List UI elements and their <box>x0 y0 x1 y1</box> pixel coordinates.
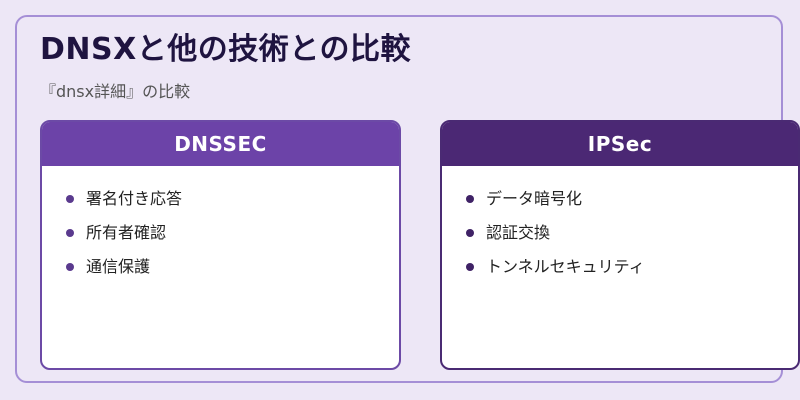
card-header: DNSSEC <box>42 122 399 166</box>
list-item-label: データ暗号化 <box>486 189 583 208</box>
list-item: 認証交換 <box>466 220 798 254</box>
page-subtitle: 『dnsx詳細』の比較 <box>40 82 191 101</box>
card-header: IPSec <box>442 122 798 166</box>
feature-list: データ暗号化 認証交換 トンネルセキュリティ <box>442 166 798 288</box>
list-item: 所有者確認 <box>66 220 399 254</box>
list-item-label: 認証交換 <box>486 223 551 242</box>
bullet-icon <box>66 229 74 237</box>
bullet-icon <box>66 195 74 203</box>
list-item: データ暗号化 <box>466 186 798 220</box>
list-item: 通信保護 <box>66 254 399 288</box>
page-title: DNSXと他の技術との比較 <box>40 32 411 67</box>
comparison-card-dnssec: DNSSEC 署名付き応答 所有者確認 通信保護 <box>40 120 401 370</box>
bullet-icon <box>466 195 474 203</box>
comparison-card-ipsec: IPSec データ暗号化 認証交換 トンネルセキュリティ <box>440 120 800 370</box>
list-item-label: 署名付き応答 <box>86 189 183 208</box>
list-item-label: トンネルセキュリティ <box>486 257 645 276</box>
list-item: 署名付き応答 <box>66 186 399 220</box>
list-item: トンネルセキュリティ <box>466 254 798 288</box>
bullet-icon <box>466 263 474 271</box>
feature-list: 署名付き応答 所有者確認 通信保護 <box>42 166 399 288</box>
list-item-label: 所有者確認 <box>86 223 167 242</box>
bullet-icon <box>466 229 474 237</box>
bullet-icon <box>66 263 74 271</box>
list-item-label: 通信保護 <box>86 257 151 276</box>
